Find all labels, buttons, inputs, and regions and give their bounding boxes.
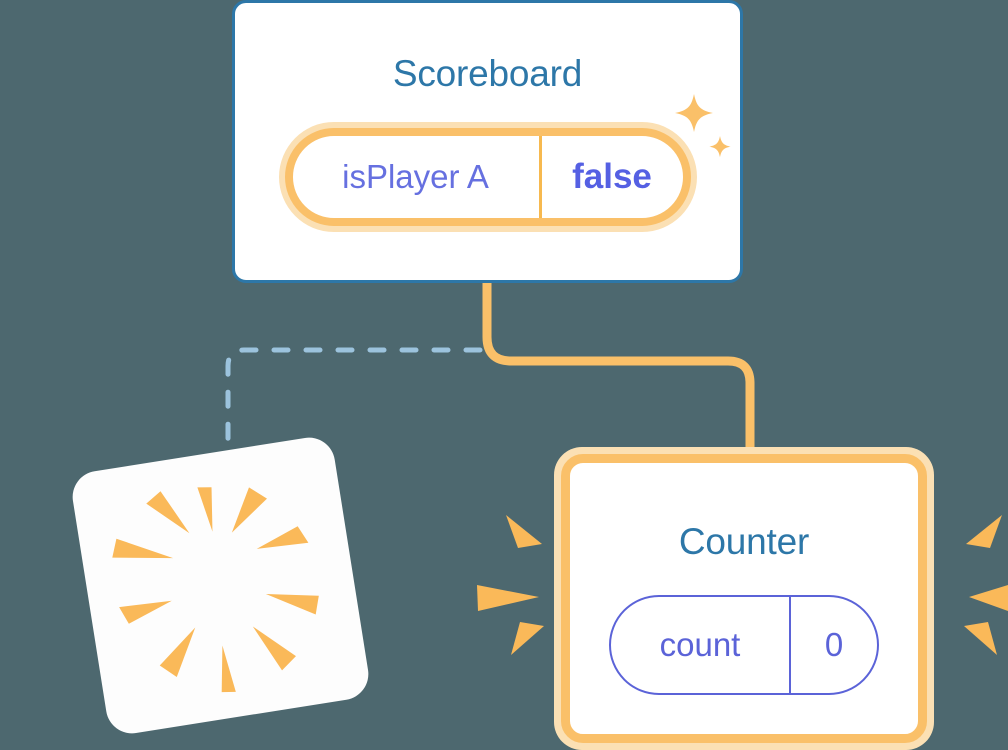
burst-card[interactable] — [68, 433, 373, 738]
scoreboard-state-key: isPlayer A — [342, 158, 489, 195]
counter-card-inner: Counter count 0 — [561, 454, 927, 743]
scoreboard-state-pill[interactable]: isPlayer A false — [278, 122, 697, 232]
connector-solid-scoreboard-to-counter — [482, 283, 755, 460]
scoreboard-state-value: false — [572, 157, 652, 196]
counter-state-key: count — [659, 626, 741, 663]
scoreboard-title: Scoreboard — [392, 53, 583, 94]
sparkle-stars-icon — [675, 94, 731, 158]
scoreboard-state-pill-inner: isPlayer A false — [284, 128, 691, 226]
scoreboard-pill-wrap: isPlayer A false — [235, 95, 740, 232]
counter-state-value: 0 — [824, 626, 844, 663]
scoreboard-card[interactable]: Scoreboard isPlayer A false — [232, 0, 743, 283]
burst-rays-icon — [112, 487, 319, 693]
counter-rays-left-icon — [477, 515, 544, 655]
sparkle-small-icon — [709, 136, 731, 158]
scoreboard-state-divider — [538, 136, 542, 218]
counter-rays-right-icon — [964, 515, 1008, 655]
counter-card[interactable]: Counter count 0 — [554, 447, 934, 750]
counter-state-divider — [789, 597, 791, 693]
connector-dashed-scoreboard-to-burst — [225, 347, 483, 478]
counter-title: Counter — [678, 521, 810, 562]
counter-pill-wrap: count 0 — [570, 563, 918, 695]
counter-state-pill[interactable]: count 0 — [609, 595, 879, 695]
sparkle-large-icon — [675, 94, 713, 132]
